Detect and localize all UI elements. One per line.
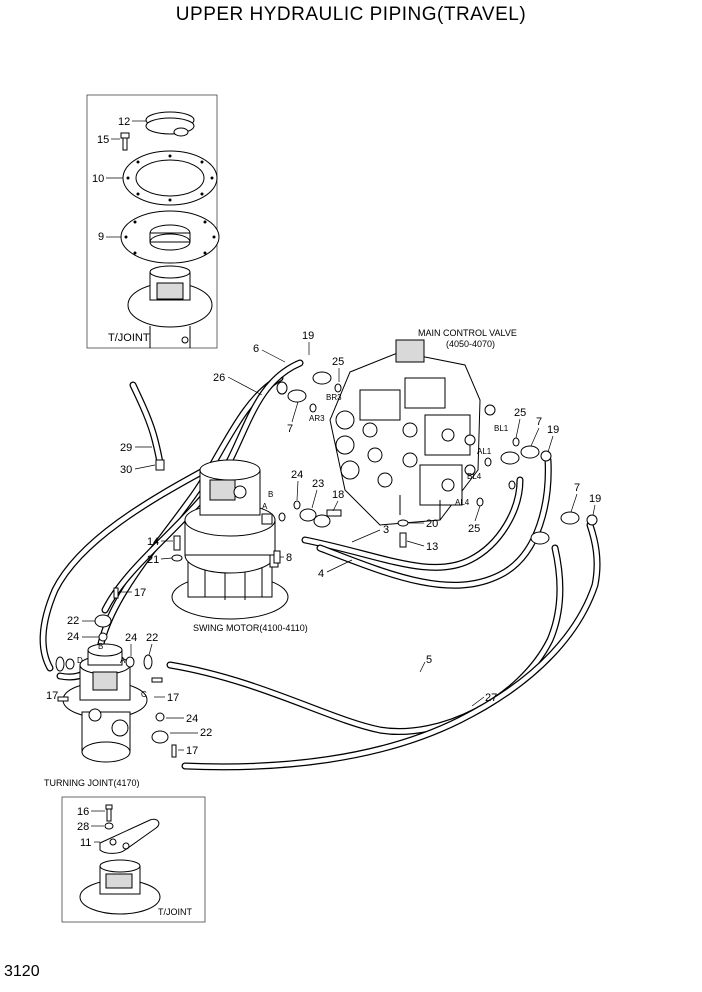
port-labels: BR3 AR3 BL1 AL1 BL4 AL4 B A B A C D <box>77 393 509 699</box>
fittings <box>55 371 598 758</box>
callout-7b: 7 <box>536 416 542 428</box>
caption-turning-joint: TURNING JOINT(4170) <box>44 778 140 788</box>
callout-24a: 24 <box>291 469 303 481</box>
callout-4: 4 <box>318 568 324 580</box>
callout-22c: 22 <box>200 727 212 739</box>
caption-mcv-range: (4050-4070) <box>446 339 495 349</box>
callout-7a: 7 <box>287 423 293 435</box>
caption-swing-motor: SWING MOTOR(4100-4110) <box>193 623 308 633</box>
callout-6: 6 <box>253 343 259 355</box>
callout-14: 14 <box>147 536 159 548</box>
callout-15: 15 <box>97 134 109 146</box>
port-ar3: AR3 <box>309 414 325 423</box>
port-al1: AL1 <box>477 447 492 456</box>
callout-22b: 22 <box>146 632 158 644</box>
callouts-main: 6 19 25 26 7 29 30 25 7 19 24 23 18 3 20… <box>46 330 601 757</box>
callouts-top-box: 12 15 10 9 <box>92 116 146 243</box>
main-control-valve <box>329 339 496 526</box>
seal-plate <box>120 210 220 264</box>
detail-frame-bottom <box>61 796 206 923</box>
port-bl1: BL1 <box>494 424 509 433</box>
port-br3: BR3 <box>326 393 342 402</box>
swing-motor: SWING MOTOR(4100-4110) <box>171 459 308 633</box>
turning-joint: TURNING JOINT(4170) <box>44 643 148 788</box>
callout-5: 5 <box>426 654 432 666</box>
callout-25b: 25 <box>514 407 526 419</box>
port-sm-b: B <box>268 490 273 499</box>
port-sm-a: A <box>262 502 268 511</box>
callout-24b: 24 <box>67 631 79 643</box>
page-number: 3120 <box>4 963 40 980</box>
callout-9: 9 <box>98 231 104 243</box>
callout-25a: 25 <box>332 356 344 368</box>
callout-17b: 17 <box>46 690 58 702</box>
tjoint-body-bottom <box>79 859 161 915</box>
callout-13: 13 <box>426 541 438 553</box>
callout-21: 21 <box>147 554 159 566</box>
callout-24d: 24 <box>186 713 198 725</box>
callout-8: 8 <box>286 552 292 564</box>
caption-main-control-valve: MAIN CONTROL VALVE <box>418 328 517 338</box>
port-tj-c: C <box>141 690 147 699</box>
caption-tjoint-bottom: T/JOINT <box>158 907 192 917</box>
callout-16: 16 <box>77 806 89 818</box>
bolt <box>120 132 130 151</box>
callout-30: 30 <box>120 464 132 476</box>
page-title: UPPER HYDRAULIC PIPING(TRAVEL) <box>175 4 527 25</box>
callout-19a: 19 <box>302 330 314 342</box>
callout-18: 18 <box>332 489 344 501</box>
callout-12: 12 <box>118 116 130 128</box>
tjoint-body-top <box>127 265 213 348</box>
callout-28: 28 <box>77 821 89 833</box>
callout-11: 11 <box>80 837 91 849</box>
port-tj-a: A <box>120 656 126 665</box>
callout-23: 23 <box>312 478 324 490</box>
callout-19c: 19 <box>589 493 601 505</box>
port-bl4: BL4 <box>467 472 482 481</box>
callout-22a: 22 <box>67 615 79 627</box>
hose-band <box>145 111 195 137</box>
bolt-16 <box>105 804 113 822</box>
port-al4: AL4 <box>455 498 470 507</box>
callout-26: 26 <box>213 372 225 384</box>
detail-frame-top <box>86 94 218 349</box>
callout-19b: 19 <box>547 424 559 436</box>
callout-24c: 24 <box>125 632 137 644</box>
caption-tjoint-top: T/JOINT <box>108 332 150 344</box>
callout-17a: 17 <box>134 587 146 599</box>
callout-29: 29 <box>120 442 132 454</box>
tjoint-detail-bottom: T/JOINT 16 28 11 <box>61 796 206 923</box>
callout-3: 3 <box>383 524 389 536</box>
callout-7c: 7 <box>574 482 580 494</box>
washer-28 <box>104 822 114 830</box>
port-tj-b: B <box>98 642 103 651</box>
callout-20: 20 <box>426 518 438 530</box>
cover-plate <box>122 150 218 206</box>
callout-27: 27 <box>485 692 497 704</box>
tjoint-detail-top: T/JOINT <box>86 94 220 349</box>
callout-10: 10 <box>92 173 104 185</box>
callout-17c: 17 <box>167 692 179 704</box>
callout-25c: 25 <box>468 523 480 535</box>
callout-17d: 17 <box>186 745 198 757</box>
port-tj-d: D <box>77 656 83 665</box>
